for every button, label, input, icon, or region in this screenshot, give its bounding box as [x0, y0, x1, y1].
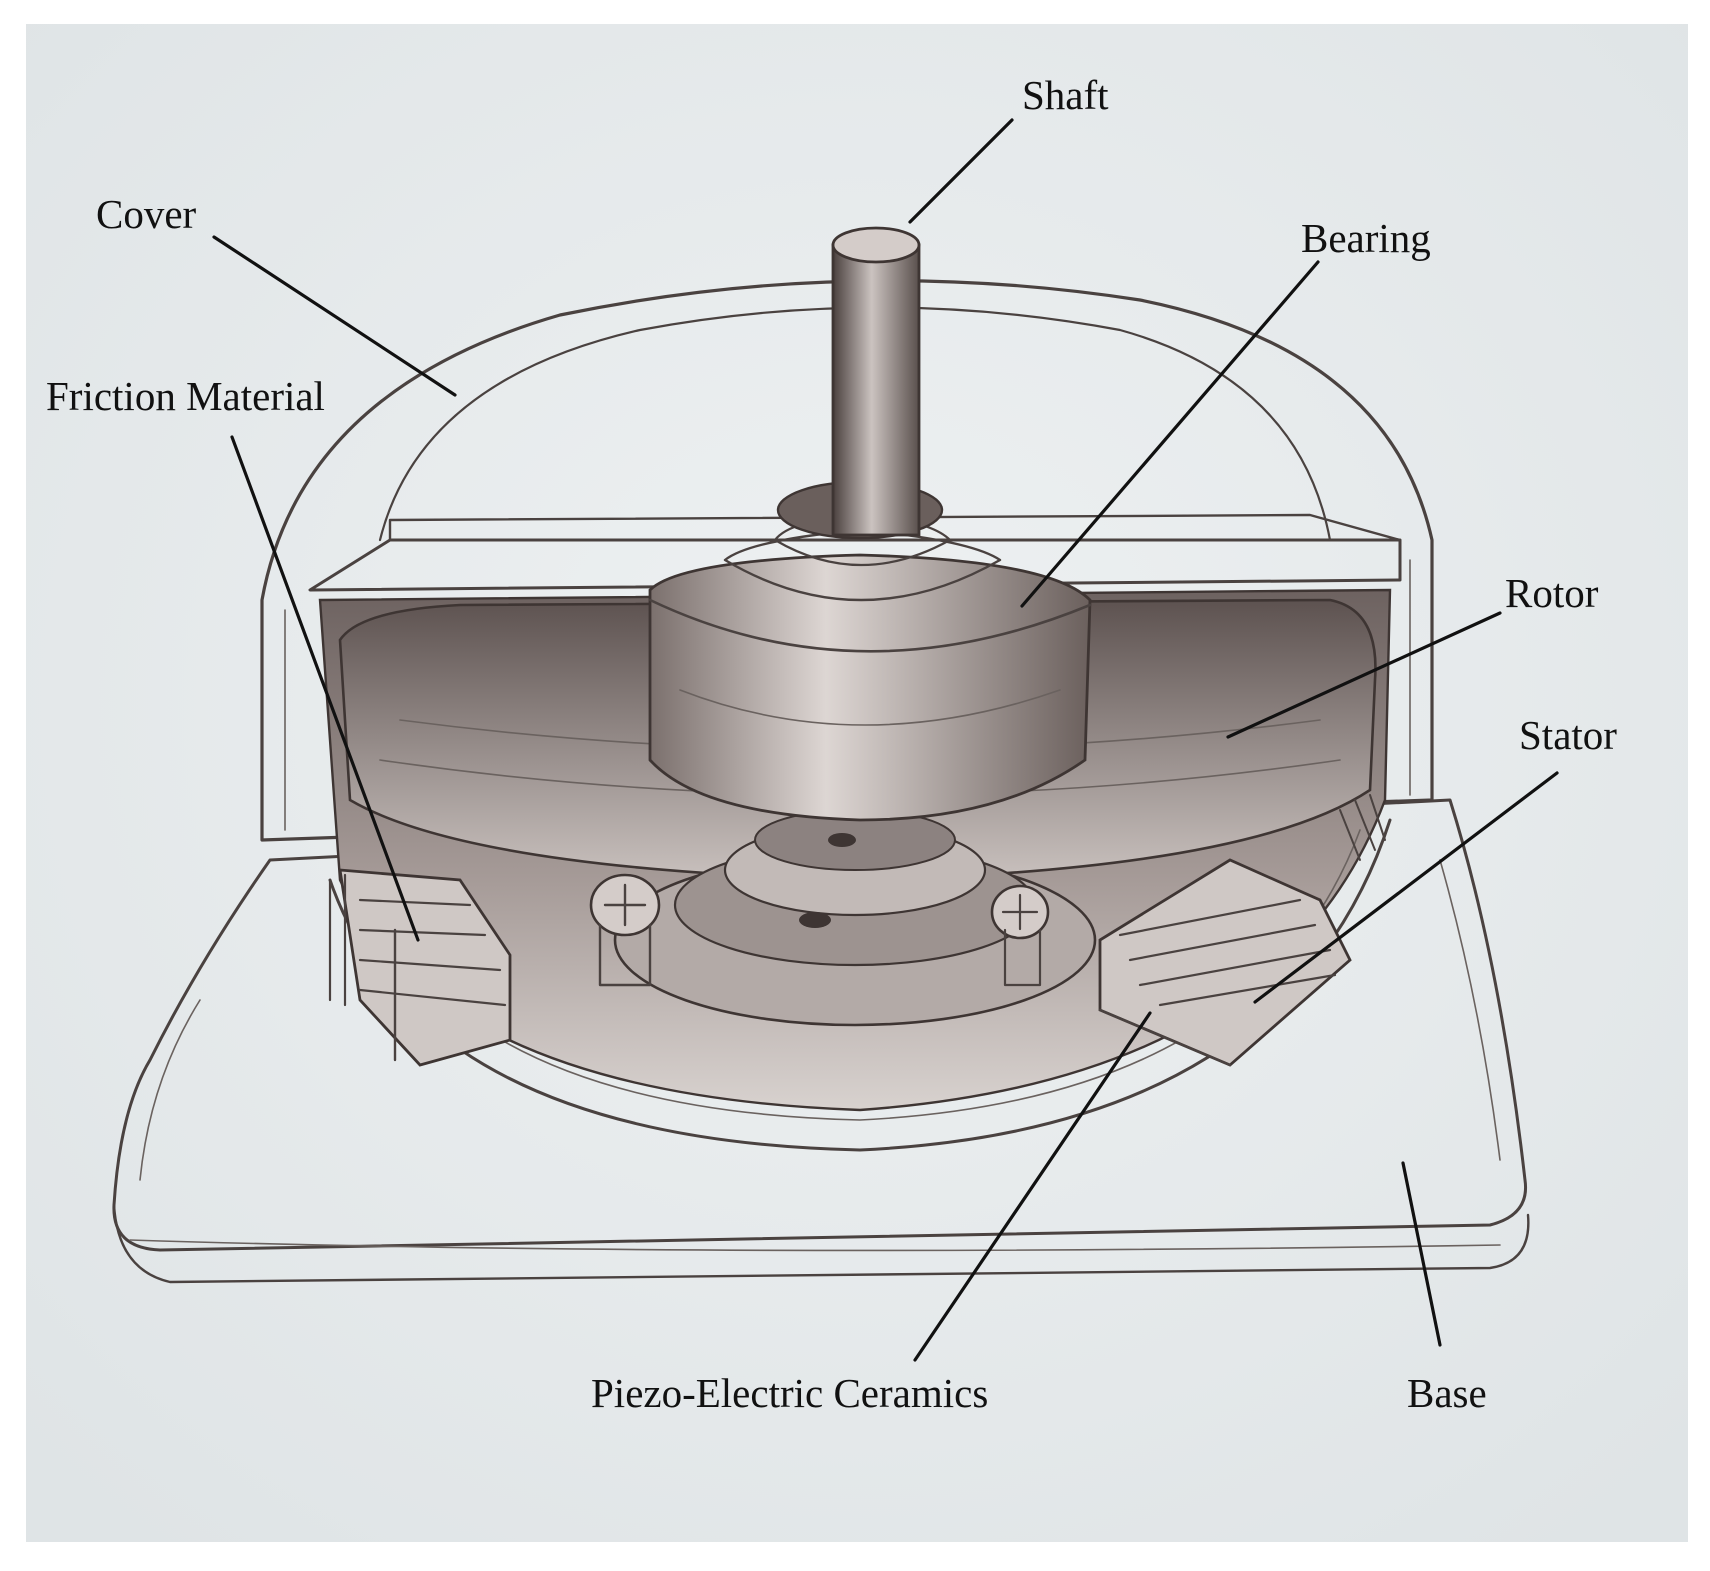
label-base: Base	[1407, 1370, 1487, 1416]
bearing	[648, 513, 1092, 822]
leader-bearing	[1020, 260, 1320, 608]
leader-friction	[230, 435, 420, 942]
right-stator-teeth	[1098, 794, 1386, 1067]
base-plate	[112, 798, 1530, 1284]
label-cover: Cover	[96, 191, 197, 237]
leader-stator	[1253, 771, 1559, 1004]
central-hub	[613, 809, 1097, 1027]
left-stator-teeth	[328, 868, 512, 1067]
label-rotor: Rotor	[1505, 570, 1599, 616]
label-stator: Stator	[1519, 712, 1617, 758]
leader-lines	[212, 118, 1559, 1362]
leader-cover	[212, 235, 457, 397]
label-shaft: Shaft	[1022, 72, 1109, 118]
label-friction-material: Friction Material	[46, 373, 325, 419]
leader-shaft	[908, 118, 1014, 224]
leader-base	[1401, 1161, 1442, 1347]
label-piezo-electric-ceramics: Piezo-Electric Ceramics	[591, 1370, 988, 1416]
right-screw	[990, 884, 1050, 987]
leader-piezo	[913, 1011, 1152, 1362]
label-bearing: Bearing	[1301, 215, 1431, 261]
shaft	[776, 226, 944, 540]
leader-rotor	[1226, 611, 1502, 739]
left-screw	[589, 873, 661, 987]
